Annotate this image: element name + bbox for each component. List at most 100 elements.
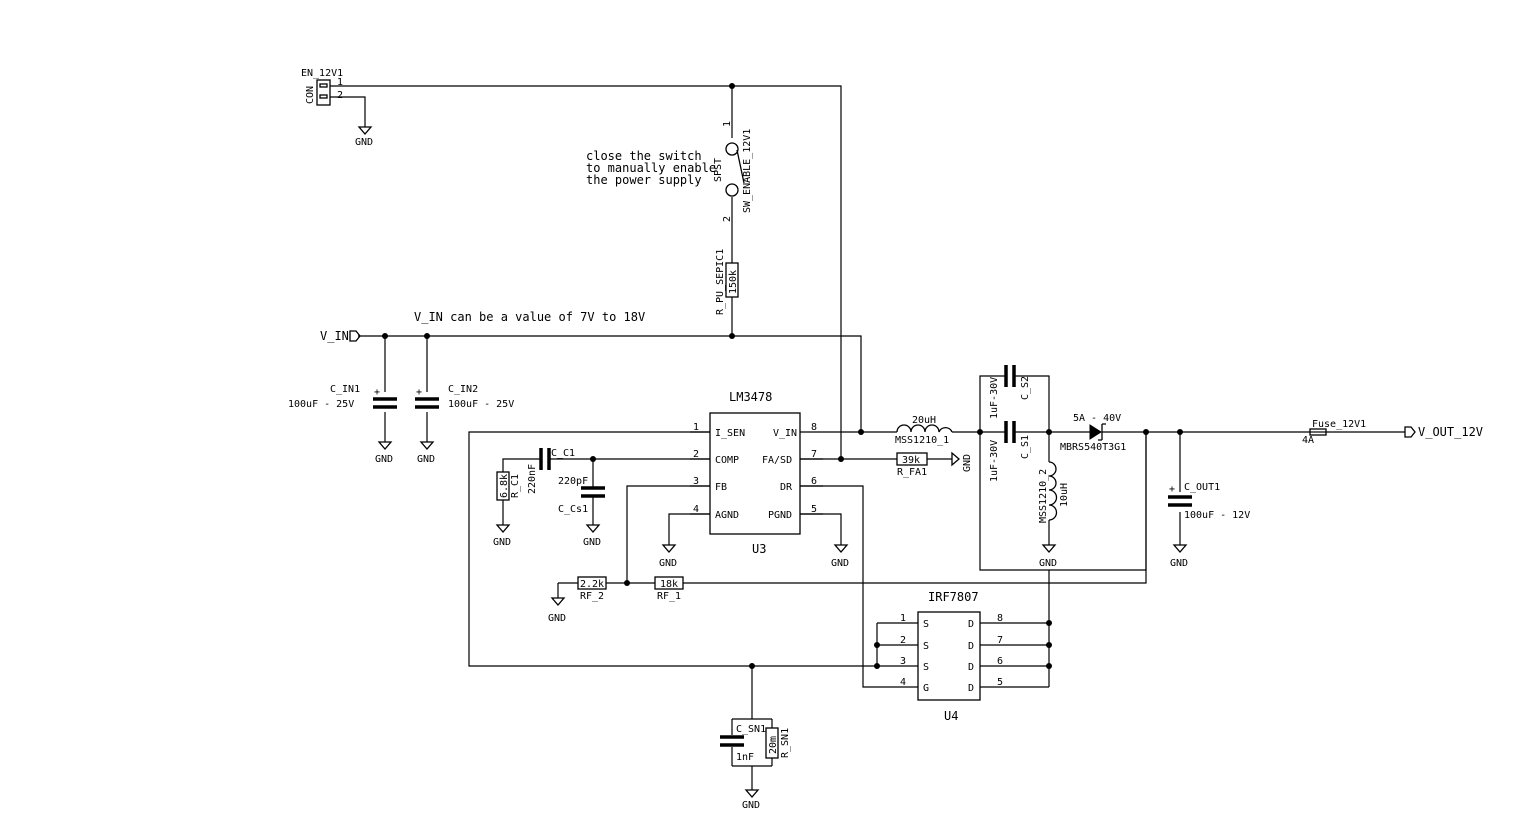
u3-pin-name-8: V_IN — [773, 428, 797, 439]
gnd-label: GND — [962, 454, 973, 472]
junctions — [382, 83, 1183, 669]
c-c1-value: 220nF — [527, 464, 538, 494]
gnd-agnd: GND — [659, 544, 677, 569]
connector-en-12v1: EN_12V1 CON 1 2 — [301, 68, 343, 106]
u3-ref: U3 — [752, 542, 766, 556]
c-sn1-value: 1nF — [736, 752, 754, 763]
gnd-label: GND — [417, 454, 435, 465]
c-s1-ref: C_S1 — [1020, 435, 1031, 459]
u3-pin-name-1: I_SEN — [715, 428, 745, 439]
u4-pin-name-1: S — [923, 619, 929, 630]
capacitor-c-s1: C_S1 1uF-30V — [989, 421, 1031, 482]
u4-part: IRF7807 — [928, 590, 979, 604]
r-pu-ref: R_PU_SEPIC1 — [715, 249, 726, 315]
diode-mbrs540: 5A - 40V MBRS540T3G1 — [1060, 413, 1126, 453]
gnd-label: GND — [742, 800, 760, 811]
capacitor-c-c1: C_C1 220nF — [527, 448, 575, 494]
gnd-label: GND — [375, 454, 393, 465]
resistor-r-pu-sepic1: 150k R_PU_SEPIC1 — [715, 249, 739, 315]
v-out-label: V_OUT_12V — [1418, 425, 1483, 439]
switch-note-line-3: the power supply — [586, 173, 702, 187]
u3-part: LM3478 — [729, 390, 772, 404]
u3-pin-num-1: 1 — [693, 422, 699, 433]
c-out1-value: 100uF - 12V — [1184, 510, 1250, 521]
ic-u3-lm3478: LM3478 U3 1 2 3 4 I_SEN COMP FB AGND 8 7… — [690, 390, 823, 556]
switch-ref: SW_ENABLE_12V1 — [742, 129, 753, 213]
u4-pin-num-2: 2 — [900, 635, 906, 646]
c-out1-plus: + — [1169, 484, 1175, 495]
switch-note: close the switch to manually enable the … — [586, 149, 716, 187]
c-in2-ref: C_IN2 — [448, 384, 478, 395]
c-in2-value: 100uF - 25V — [448, 399, 514, 410]
u3-pin-name-5: PGND — [768, 510, 792, 521]
u3-pin-num-5: 5 — [811, 504, 817, 515]
switch-pin-1: 1 — [722, 121, 733, 127]
l1-ref: MSS1210_1 — [895, 435, 949, 446]
u4-pin-num-4: 4 — [900, 677, 906, 688]
c-in1-ref: C_IN1 — [330, 384, 360, 395]
gnd-label: GND — [548, 613, 566, 624]
c-in2-plus: + — [416, 387, 422, 398]
switch-value: SPST — [713, 158, 724, 182]
connector-ref: EN_12V1 — [301, 68, 343, 79]
gnd-c-cs1: GND — [583, 524, 601, 548]
fuse-ref: Fuse_12V1 — [1312, 419, 1366, 430]
u4-pin-num-6: 6 — [997, 656, 1003, 667]
fuse-value: 4A — [1302, 435, 1314, 446]
diode-ref: MBRS540T3G1 — [1060, 442, 1126, 453]
u3-pin-num-4: 4 — [693, 504, 699, 515]
capacitor-c-sn1: C_SN1 1nF — [720, 724, 766, 763]
u3-pin-name-7: FA/SD — [762, 455, 792, 466]
gnd-label: GND — [493, 537, 511, 548]
u4-pin-num-5: 5 — [997, 677, 1003, 688]
inductor-l1: 20uH MSS1210_1 — [895, 415, 953, 446]
gnd-symbols: GND GND GND GND GND GND GND GND — [355, 126, 1188, 811]
r-fa1-ref: R_FA1 — [897, 467, 927, 478]
l2-ref: MSS1210_2 — [1038, 469, 1049, 523]
c-c1-ref: C_C1 — [551, 448, 575, 459]
c-in1-value: 100uF - 25V — [288, 399, 354, 410]
r-sn1-ref: R_SN1 — [780, 728, 791, 758]
u3-pin-name-6: DR — [780, 482, 793, 493]
capacitor-c-out1: + C_OUT1 100uF - 12V — [1168, 482, 1250, 521]
resistor-r-c1: 6.8k R_C1 — [496, 471, 521, 501]
capacitor-c-in1: + C_IN1 100uF - 25V — [288, 384, 397, 410]
u3-pin-num-3: 3 — [693, 476, 699, 487]
r-fa1-value: 39k — [902, 455, 920, 466]
port-v-in: V_IN V_IN can be a value of 7V to 18V — [320, 310, 645, 343]
resistor-rf1: 18k RF_1 — [654, 576, 684, 602]
u3-pin-num-2: 2 — [693, 449, 699, 460]
connector-value: CON — [305, 86, 316, 104]
u3-pin-num-8: 8 — [811, 422, 817, 433]
gnd-label: GND — [1039, 558, 1057, 569]
switch-sw-enable: 1 2 SPST SW_ENABLE_12V1 — [713, 121, 753, 222]
gnd-label: GND — [355, 137, 373, 148]
c-cs1-value: 220pF — [558, 476, 588, 487]
capacitor-c-cs1: 220pF C_Cs1 — [558, 476, 605, 515]
u4-pin-name-3: S — [923, 662, 929, 673]
gnd-connector: GND — [355, 126, 373, 148]
gnd-r-fa1: GND — [951, 451, 973, 472]
switch-note-line-1: close the switch — [586, 149, 702, 163]
capacitor-c-s2: C_S2 1uF-30V — [989, 365, 1031, 419]
c-sn1-ref: C_SN1 — [736, 724, 766, 735]
u3-pin-name-2: COMP — [715, 455, 739, 466]
u4-pin-num-1: 1 — [900, 613, 906, 624]
u3-pin-num-6: 6 — [811, 476, 817, 487]
u4-pin-name-4: G — [923, 683, 929, 694]
l1-value: 20uH — [912, 415, 936, 426]
v-in-label: V_IN — [320, 329, 349, 343]
gnd-l2: GND — [1039, 544, 1057, 569]
gnd-c-in1: GND — [375, 441, 393, 465]
switch-note-line-2: to manually enable — [586, 161, 716, 175]
switch-pin-2: 2 — [722, 216, 733, 222]
gnd-c-in2: GND — [417, 441, 435, 465]
gnd-label: GND — [583, 537, 601, 548]
rf1-value: 18k — [660, 579, 678, 590]
r-c1-value: 6.8k — [499, 474, 510, 498]
connector-pin-1: 1 — [337, 77, 343, 88]
u3-pin-name-4: AGND — [715, 510, 739, 521]
c-cs1-ref: C_Cs1 — [558, 504, 588, 515]
rf2-ref: RF_2 — [580, 591, 604, 602]
